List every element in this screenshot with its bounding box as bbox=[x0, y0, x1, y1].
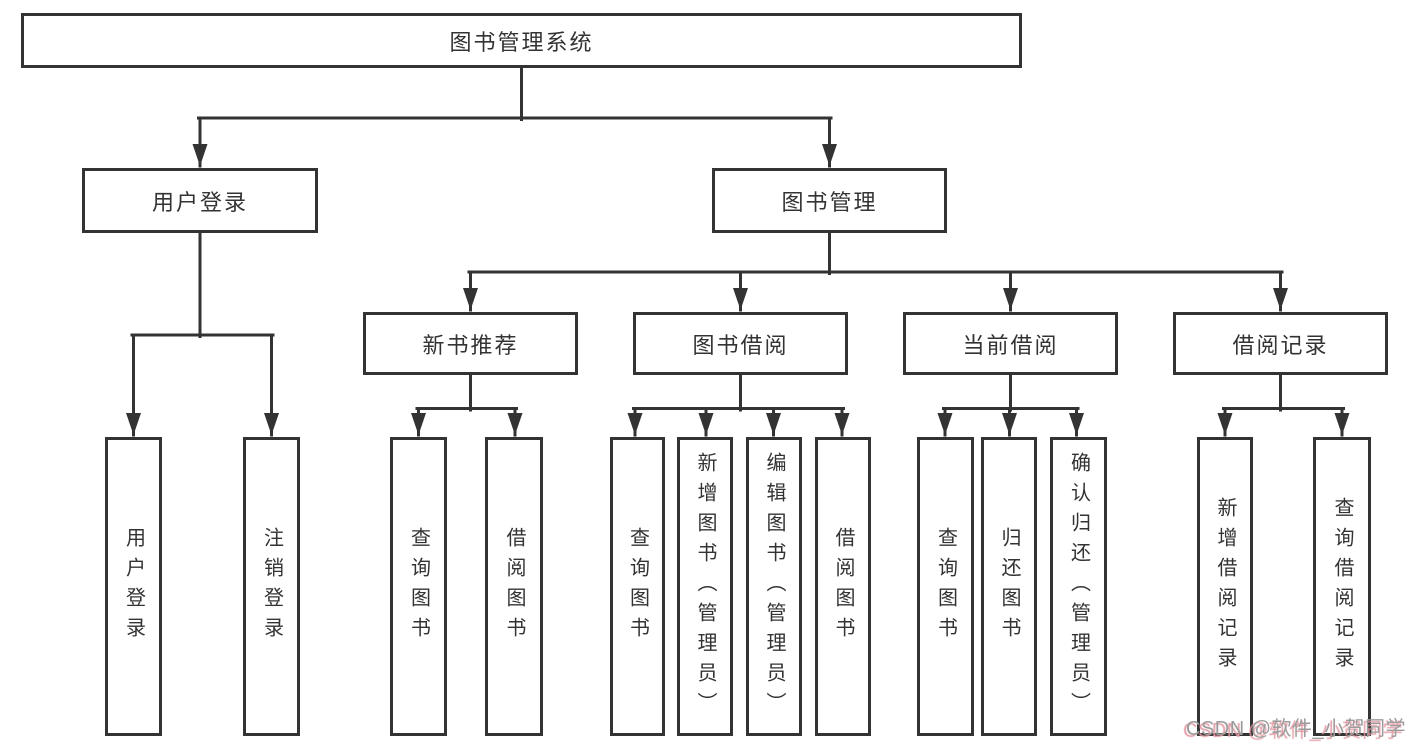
leaf-return-books: 归还图书 bbox=[981, 437, 1037, 736]
node-label: 图书管理 bbox=[781, 189, 878, 215]
node-label: 用户登录 bbox=[122, 526, 145, 647]
node-book-borrow: 图书借阅 bbox=[633, 312, 848, 375]
node-label: 查询借阅记录 bbox=[1331, 496, 1353, 677]
node-label: 图书管理系统 bbox=[449, 29, 594, 55]
node-label: 编辑图书（管理员） bbox=[763, 451, 785, 722]
leaf-query-borrow-record: 查询借阅记录 bbox=[1313, 437, 1371, 736]
leaf-user-login: 用户登录 bbox=[105, 437, 162, 736]
watermark: CSDN @软件_小贺同学 bbox=[1186, 718, 1405, 740]
node-label: 借阅图书 bbox=[503, 526, 525, 647]
leaf-add-books-admin: 新增图书（管理员） bbox=[677, 437, 733, 736]
node-label: 当前借阅 bbox=[962, 332, 1059, 358]
node-label: 新增图书（管理员） bbox=[694, 451, 716, 722]
leaf-query-books: 查询图书 bbox=[390, 437, 447, 736]
node-label: 查询图书 bbox=[934, 526, 957, 647]
node-label: 借阅图书 bbox=[832, 526, 854, 647]
leaf-confirm-return-admin: 确认归还（管理员） bbox=[1050, 437, 1107, 736]
node-label: 新增借阅记录 bbox=[1214, 496, 1236, 677]
node-label: 查询图书 bbox=[626, 526, 649, 647]
node-label: 确认归还（管理员） bbox=[1067, 451, 1090, 722]
leaf-logout: 注销登录 bbox=[243, 437, 300, 736]
leaf-borrow-books: 借阅图书 bbox=[815, 437, 871, 736]
leaf-edit-books-admin: 编辑图书（管理员） bbox=[746, 437, 802, 736]
node-user-login: 用户登录 bbox=[82, 168, 318, 233]
node-label: 查询图书 bbox=[407, 526, 430, 647]
node-borrow-records: 借阅记录 bbox=[1173, 312, 1388, 375]
node-label: 图书借阅 bbox=[692, 332, 789, 358]
node-label: 新书推荐 bbox=[422, 332, 519, 358]
leaf-query-books: 查询图书 bbox=[917, 437, 974, 736]
node-label: 借阅记录 bbox=[1232, 332, 1329, 358]
leaf-borrow-books: 借阅图书 bbox=[485, 437, 543, 736]
node-book-management: 图书管理 bbox=[712, 168, 947, 233]
node-label: 用户登录 bbox=[151, 189, 248, 215]
node-current-borrow: 当前借阅 bbox=[903, 312, 1118, 375]
node-new-book-recommend: 新书推荐 bbox=[363, 312, 578, 375]
node-root: 图书管理系统 bbox=[21, 13, 1022, 68]
node-label: 归还图书 bbox=[998, 526, 1020, 647]
node-label: 注销登录 bbox=[260, 526, 283, 647]
leaf-query-books: 查询图书 bbox=[610, 437, 665, 736]
leaf-add-borrow-record: 新增借阅记录 bbox=[1197, 437, 1253, 736]
